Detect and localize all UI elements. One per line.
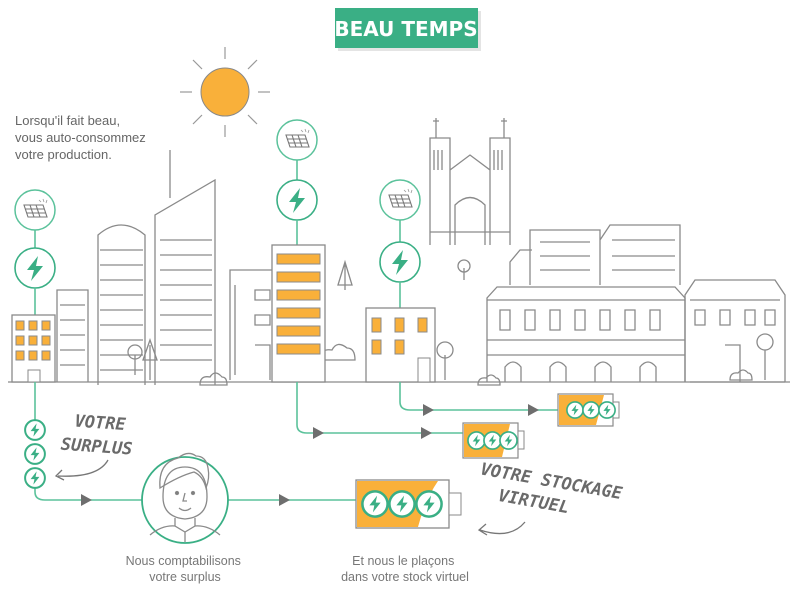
caption-store-surplus: Et nous le plaçons dans votre stock virt…	[341, 554, 469, 584]
bolt-icon	[24, 419, 46, 441]
svg-text:VOTRE SURPLUS: VOTRE SURPLUS	[60, 411, 136, 460]
sun-icon	[180, 47, 270, 137]
bolt-icon	[388, 490, 416, 518]
battery-virtual-storage	[355, 479, 462, 529]
title-badge: BEAU TEMPS	[334, 8, 481, 51]
city-buildings	[8, 118, 790, 386]
intro-text: Lorsqu'il fait beau, vous auto-consommez…	[15, 113, 149, 162]
label-votre-surplus: VOTRE SURPLUS	[54, 411, 136, 481]
bolt-icon	[361, 490, 389, 518]
building-middle	[271, 119, 326, 383]
svg-text:VOTRE STOCKAGE VIRTUEL: VOTRE STOCKAGE VIRTUEL	[475, 460, 634, 529]
bolt-icon	[415, 490, 443, 518]
person-avatar	[141, 452, 229, 544]
solar-panel-icon	[276, 119, 318, 161]
bolt-icon	[566, 401, 584, 419]
bolt-icon	[467, 431, 486, 450]
bolt-icon	[598, 401, 616, 419]
solar-panel-icon	[379, 179, 421, 221]
bolt-icon	[582, 401, 600, 419]
bolt-icon	[483, 431, 502, 450]
label-votre-stockage: VOTRE STOCKAGE VIRTUEL	[475, 460, 634, 536]
surplus-bolts	[24, 419, 46, 489]
house-left	[11, 189, 56, 383]
bolt-icon	[499, 431, 518, 450]
bolt-icon	[24, 443, 46, 465]
battery-small-middle	[462, 422, 525, 459]
battery-small-right	[557, 393, 620, 427]
flow-arrows	[81, 404, 539, 506]
building-right	[365, 179, 436, 383]
title-text: BEAU TEMPS	[334, 17, 477, 41]
caption-count-surplus: Nous comptabilisons votre surplus	[126, 554, 245, 584]
bolt-icon	[24, 467, 46, 489]
flow-lines	[34, 382, 558, 501]
solar-panel-icon	[14, 189, 56, 231]
